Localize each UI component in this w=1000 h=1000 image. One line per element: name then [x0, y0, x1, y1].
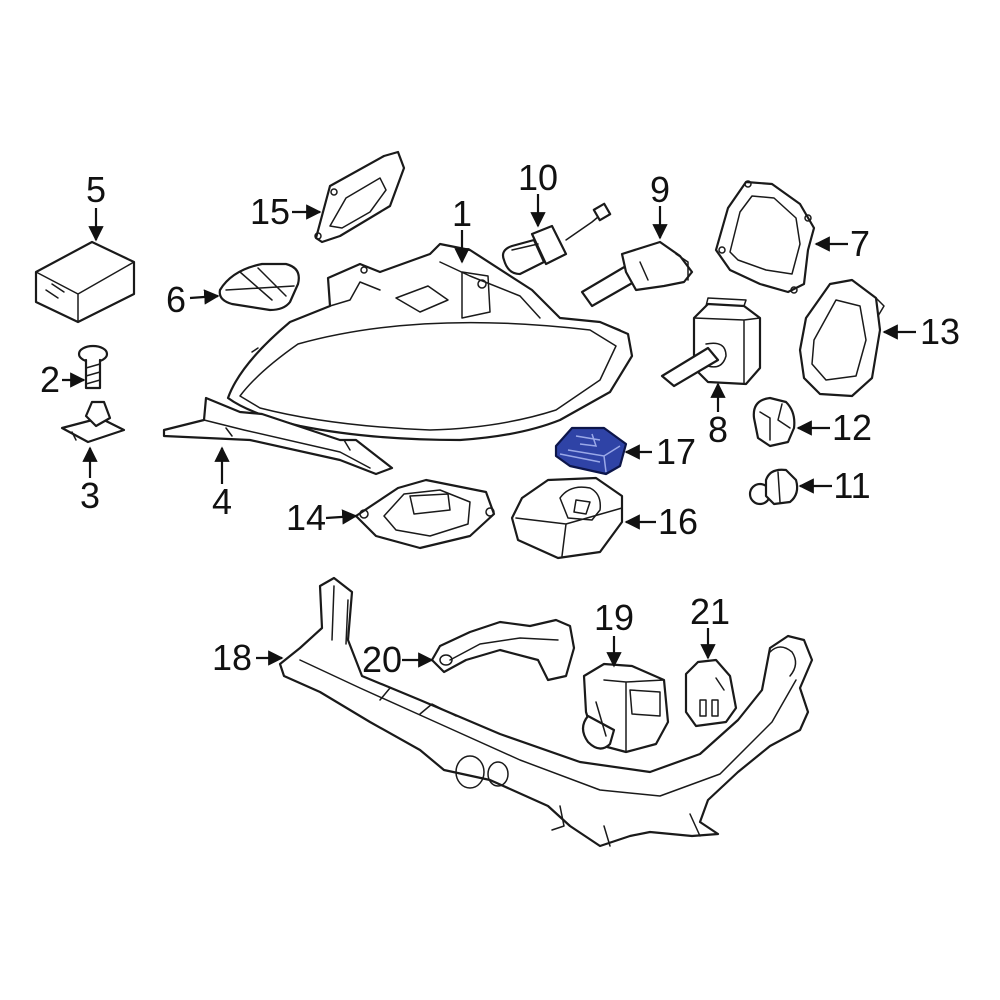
callout-labels: 1 2 3 4 5 6 7 8 9 10 11 12 13 14 15 16 1…	[40, 157, 960, 680]
callout-3[interactable]: 3	[80, 475, 100, 516]
part-10-halogen-bulb[interactable]	[501, 202, 612, 276]
callout-6[interactable]: 6	[166, 279, 186, 320]
callout-14[interactable]: 14	[286, 497, 326, 538]
part-16-ballast[interactable]	[510, 476, 624, 560]
part-14-ballast-plate[interactable]	[354, 478, 496, 550]
callout-19[interactable]: 19	[594, 597, 634, 638]
callout-11[interactable]: 11	[833, 465, 870, 506]
callout-4[interactable]: 4	[212, 481, 232, 522]
part-11-small-socket[interactable]	[748, 468, 799, 506]
part-7-rear-gasket[interactable]	[714, 180, 816, 294]
part-5-foam-pad[interactable]	[34, 240, 136, 324]
part-2-screw[interactable]	[77, 344, 109, 390]
part-9-hid-bulb[interactable]	[580, 240, 694, 308]
part-21-mount-plate[interactable]	[684, 658, 738, 728]
part-6-cover-cap[interactable]	[218, 262, 300, 312]
callout-12[interactable]: 12	[832, 407, 872, 448]
part-4-trim-strip[interactable]	[162, 396, 394, 476]
part-1-headlamp-housing[interactable]	[226, 242, 634, 442]
callout-20[interactable]: 20	[362, 639, 402, 680]
part-18-carrier-frame[interactable]	[278, 576, 814, 848]
part-20-air-duct[interactable]	[430, 618, 576, 682]
part-3-clip-nut[interactable]	[60, 400, 126, 444]
callout-13[interactable]: 13	[920, 311, 960, 352]
callout-5[interactable]: 5	[86, 169, 106, 210]
callout-2[interactable]: 2	[40, 359, 60, 400]
callout-9[interactable]: 9	[650, 169, 670, 210]
part-17-control-module[interactable]	[554, 426, 628, 476]
callout-17[interactable]: 17	[656, 431, 696, 472]
callout-15[interactable]: 15	[250, 191, 290, 232]
callout-7[interactable]: 7	[850, 223, 870, 264]
callout-10[interactable]: 10	[518, 157, 558, 198]
part-15-bracket[interactable]	[314, 150, 406, 244]
leader-lines	[62, 194, 916, 668]
callout-16[interactable]: 16	[658, 501, 698, 542]
part-8-igniter-bulb[interactable]	[660, 297, 762, 388]
callout-18[interactable]: 18	[212, 637, 252, 678]
callout-21[interactable]: 21	[690, 591, 730, 632]
part-13-rear-cap[interactable]	[798, 278, 885, 398]
callout-1[interactable]: 1	[452, 193, 472, 234]
part-19-sensor[interactable]	[581, 662, 670, 754]
callout-8[interactable]: 8	[708, 409, 728, 450]
part-12-socket[interactable]	[752, 396, 796, 448]
